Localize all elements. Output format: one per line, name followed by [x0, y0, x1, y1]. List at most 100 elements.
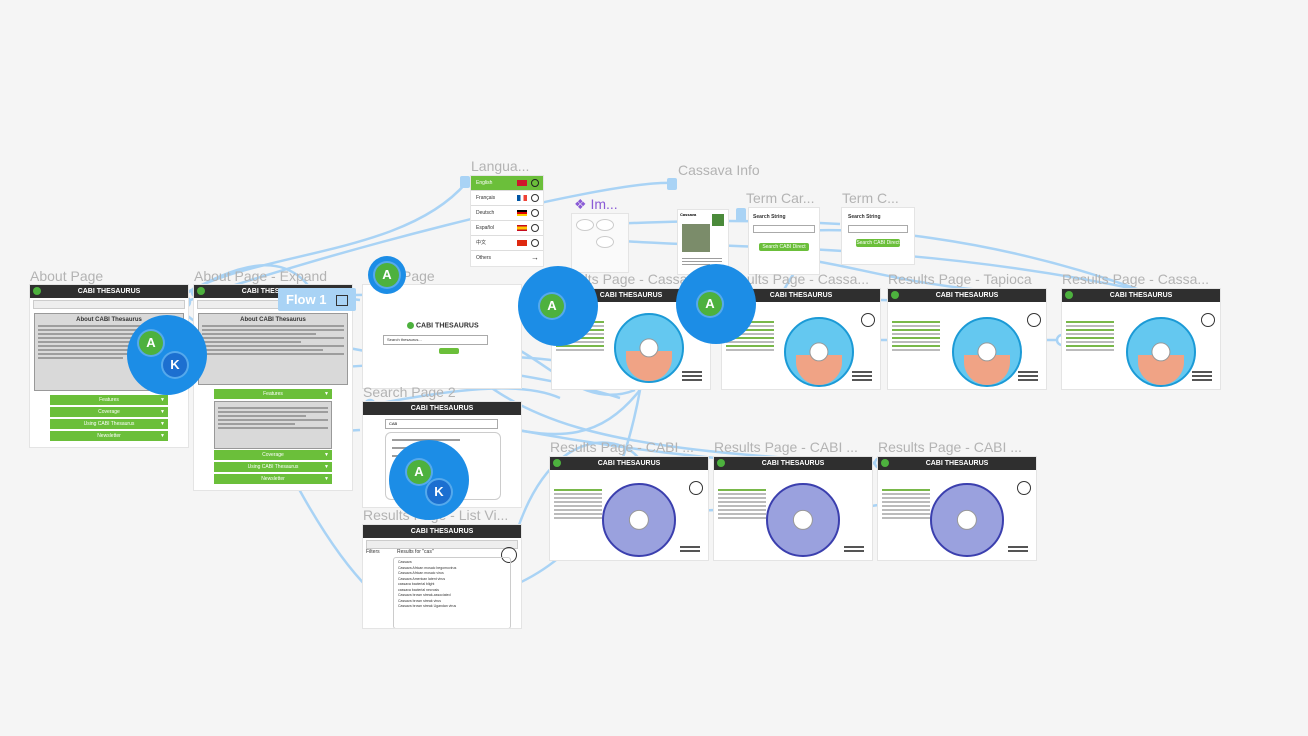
frame-search-page[interactable]: CABI THESAURUS Search thesaurus...	[363, 285, 521, 388]
lang-option-chinese[interactable]: 中文	[471, 236, 543, 251]
visualization-circle[interactable]	[930, 483, 1004, 557]
cabi-logo-icon	[717, 459, 725, 467]
visualization-circle[interactable]	[952, 317, 1022, 387]
frame-label-about-expand[interactable]: About Page - Expand	[194, 268, 328, 284]
visualization-circle[interactable]	[1126, 317, 1196, 387]
cabi-logo-icon	[407, 322, 414, 329]
basket-icon[interactable]	[1017, 481, 1031, 495]
frame-label-results-cabi-1[interactable]: Results Page - CABI ...	[550, 439, 694, 455]
frame-label-results-tapioca[interactable]: Results Page - Tapioca	[888, 271, 1032, 287]
basket-icon[interactable]	[861, 313, 875, 327]
collaborator-avatar-k[interactable]: K	[427, 480, 451, 504]
frame-label-search-page[interactable]: Page	[402, 268, 435, 284]
term-card-title: Search String	[753, 214, 786, 220]
frame-label-results-cabi-3[interactable]: Results Page - CABI ...	[878, 439, 1022, 455]
term-card-title: Search String	[848, 214, 881, 220]
frame-label-cassava-info[interactable]: Cassava Info	[678, 162, 760, 178]
collaborator-avatar-a[interactable]: A	[375, 263, 399, 287]
accordion-newsletter[interactable]: Newsletter	[214, 474, 332, 485]
frame-component[interactable]	[572, 214, 628, 272]
list-item[interactable]: cassava bacterial blight	[398, 582, 435, 586]
frame-results-list[interactable]: CABI THESAURUS Filters Results for "cas"…	[363, 525, 521, 628]
search-cabi-direct-button[interactable]: Search CABI Direct	[759, 243, 809, 251]
visualization-circle[interactable]	[784, 317, 854, 387]
flow-starting-point[interactable]: Flow 1	[278, 288, 357, 311]
collaborator-avatar-a[interactable]: A	[407, 460, 431, 484]
about-title: About CABI Thesaurus	[240, 317, 306, 323]
collaborator-avatar-a[interactable]: A	[698, 292, 722, 316]
cabi-logo-icon	[881, 459, 889, 467]
list-item[interactable]: cassava bacterial necrosis	[398, 587, 440, 592]
visualization-circle[interactable]	[602, 483, 676, 557]
accordion-coverage[interactable]: Coverage	[50, 407, 168, 418]
cassava-thumb	[712, 214, 724, 226]
search-input[interactable]: CAB	[385, 419, 498, 429]
about-content-box: About CABI Thesaurus	[198, 313, 348, 385]
search-bar[interactable]	[33, 300, 185, 309]
collaborator-avatar-k[interactable]: K	[163, 353, 187, 377]
frame-label-about[interactable]: About Page	[30, 268, 104, 284]
search-cabi-direct-button[interactable]: Search CABI Direct	[856, 239, 900, 247]
lang-option-english[interactable]: English	[471, 176, 543, 191]
accordion-features[interactable]: Features	[50, 395, 168, 406]
basket-icon[interactable]	[501, 547, 517, 563]
collaborator-cluster[interactable]: A K	[389, 440, 469, 520]
search-button[interactable]	[439, 348, 459, 354]
lang-option-espanol[interactable]: Español	[471, 221, 543, 236]
frame-results-tapioca[interactable]: CABI THESAURUS	[888, 289, 1046, 389]
frame-language[interactable]: English Français Deutsch Español 中文 Othe…	[471, 176, 543, 266]
search-bar[interactable]	[366, 540, 518, 549]
frame-about-expand[interactable]: CABI THESAURUS About CABI Thesaurus Feat…	[194, 285, 352, 490]
frame-results-cabi-2[interactable]: CABI THESAURUS	[714, 457, 872, 560]
accordion-coverage[interactable]: Coverage	[214, 450, 332, 461]
lang-option-others[interactable]: Others→	[471, 251, 543, 265]
term-input[interactable]	[753, 225, 815, 233]
frame-label-term-card-2[interactable]: Term C...	[842, 190, 899, 206]
list-item[interactable]: Cassava brown streak virus	[398, 598, 441, 603]
basket-icon[interactable]	[1201, 313, 1215, 327]
search-input[interactable]: Search thesaurus...	[383, 335, 488, 345]
collaborator-cursor[interactable]: A	[676, 264, 756, 344]
list-item[interactable]: Cassava	[398, 560, 412, 564]
collaborator-avatar-a[interactable]: A	[139, 331, 163, 355]
radio-icon	[531, 194, 539, 202]
frame-label-results-cassa[interactable]: Results Page - Cassa...	[722, 271, 870, 287]
frame-results-cabi-1[interactable]: CABI THESAURUS	[550, 457, 708, 560]
visualization-circle[interactable]	[614, 313, 684, 383]
basket-icon[interactable]	[689, 481, 703, 495]
frame-label-term-card[interactable]: Term Car...	[746, 190, 815, 206]
results-list[interactable]: Cassava Cassava African mosaic begomovir…	[393, 557, 511, 628]
visualization-circle[interactable]	[766, 483, 840, 557]
accordion-using[interactable]: Using CABI Thesaurus	[214, 462, 332, 473]
collaborator-cursor[interactable]: A	[518, 266, 598, 346]
frame-label-language[interactable]: Langua...	[471, 158, 530, 174]
list-item[interactable]: Cassava brown streak-associated	[398, 593, 451, 597]
basket-icon[interactable]	[1027, 313, 1041, 327]
collaborator-avatar-a[interactable]: A	[540, 294, 564, 318]
frame-label-results-cabi-2[interactable]: Results Page - CABI ...	[714, 439, 858, 455]
term-input[interactable]	[848, 225, 908, 233]
list-item[interactable]: Cassava brown streak Ugandan virus	[398, 604, 457, 608]
frame-about[interactable]: CABI THESAURUS About CABI Thesaurus Feat…	[30, 285, 188, 447]
cassava-photo	[682, 224, 710, 252]
list-item[interactable]: Cassava American latent virus	[398, 576, 446, 581]
accordion-newsletter[interactable]: Newsletter	[50, 431, 168, 442]
frame-label-results-cassa-2[interactable]: Results Page - Cassa...	[1062, 271, 1210, 287]
frame-results-cabi-3[interactable]: CABI THESAURUS	[878, 457, 1036, 560]
collaborator-cursor[interactable]: A	[368, 256, 406, 294]
lang-option-deutsch[interactable]: Deutsch	[471, 206, 543, 221]
cabi-logo-icon	[33, 287, 41, 295]
accordion-using[interactable]: Using CABI Thesaurus	[50, 419, 168, 430]
frame-term-card[interactable]: Search String Search CABI Direct	[749, 208, 819, 274]
app-header: CABI THESAURUS	[363, 402, 521, 415]
frame-results-cassa-2[interactable]: CABI THESAURUS	[1062, 289, 1220, 389]
list-item[interactable]: Cassava African mosaic virus	[398, 571, 444, 575]
frame-label-component[interactable]: ❖ Im...	[574, 196, 618, 212]
accordion-features[interactable]: Features	[214, 389, 332, 400]
frame-term-card-2[interactable]: Search String Search CABI Direct	[842, 208, 914, 264]
frame-cassava-info[interactable]: Cassava	[678, 210, 728, 274]
list-item[interactable]: Cassava African mosaic begomovirus	[398, 565, 457, 570]
frame-label-search-page-2[interactable]: Search Page 2	[363, 384, 456, 400]
lang-option-francais[interactable]: Français	[471, 191, 543, 206]
collaborator-cluster[interactable]: A K	[127, 315, 207, 395]
